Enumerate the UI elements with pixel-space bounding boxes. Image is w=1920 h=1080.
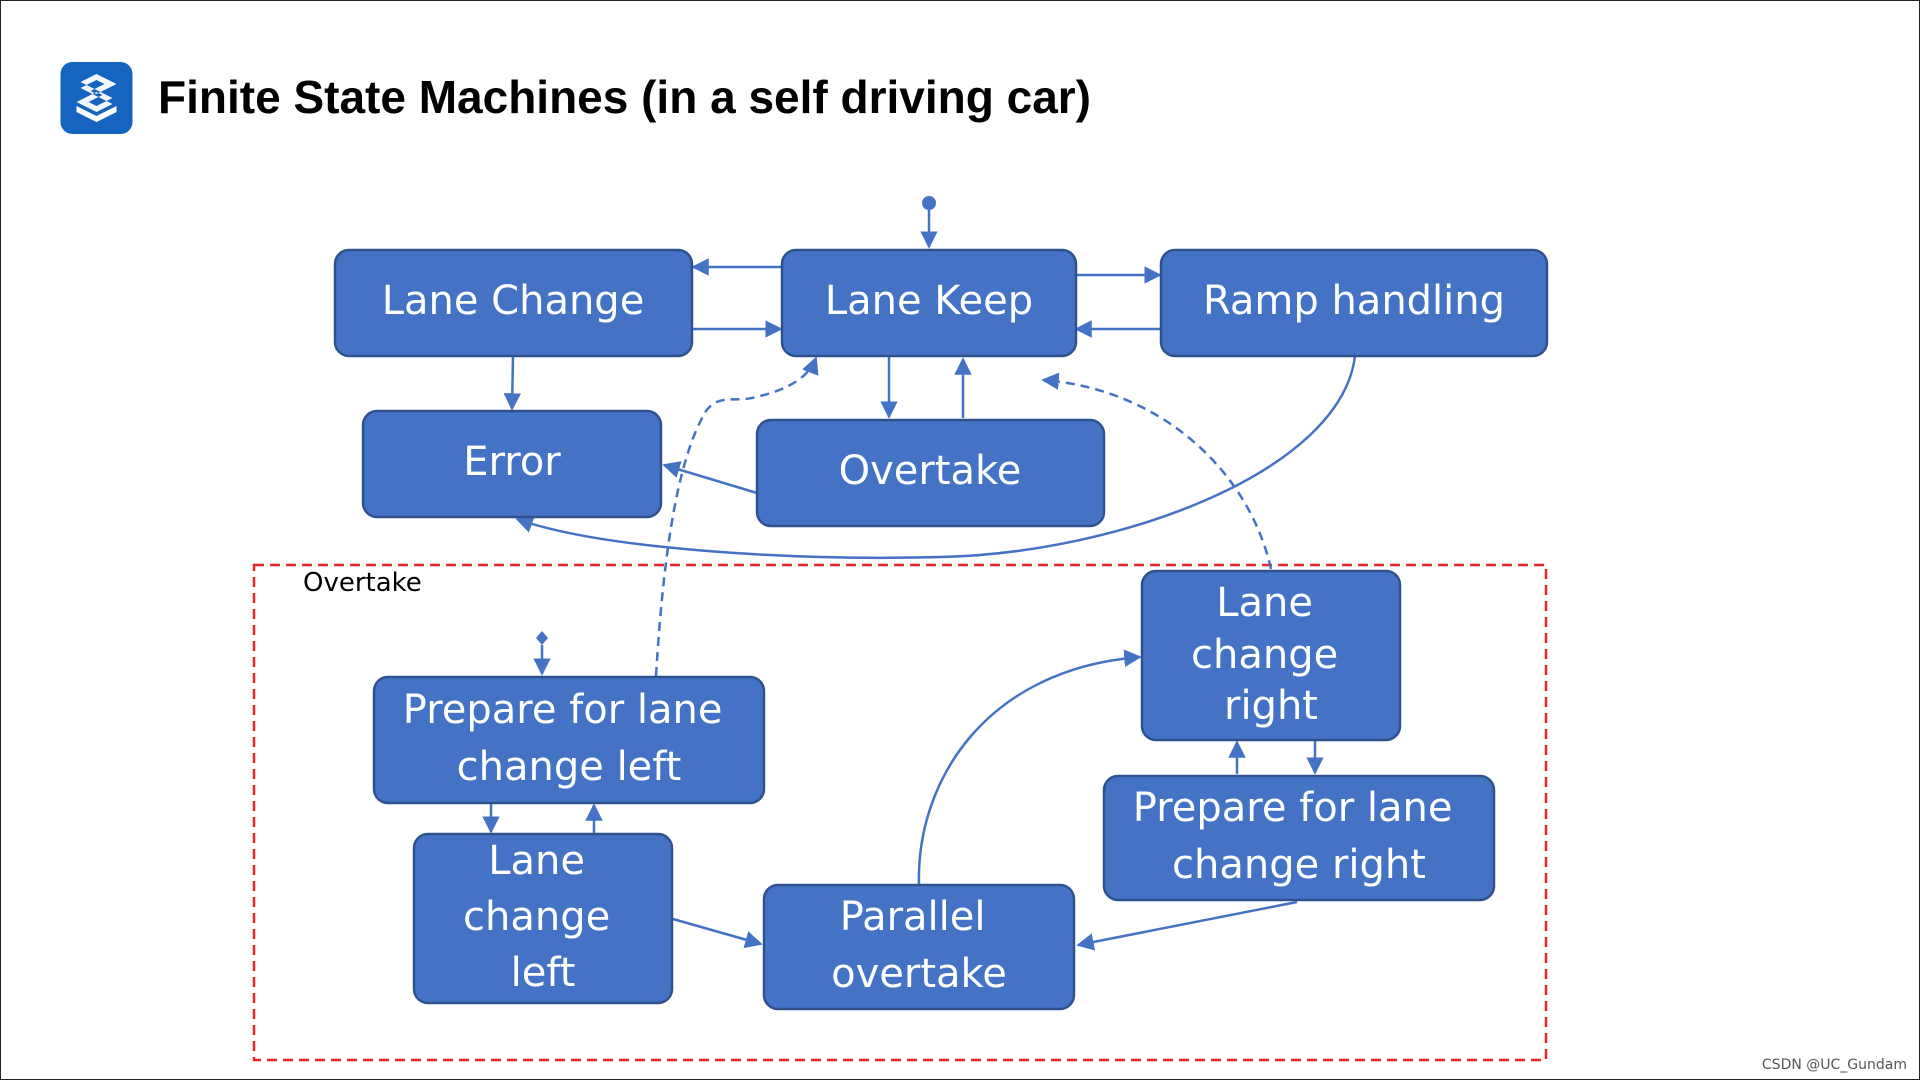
overtake-initial-marker <box>536 631 548 645</box>
state-lane-keep: Lane Keep <box>780 248 1078 358</box>
state-lane-change-label: Lane Change <box>382 278 645 324</box>
state-lane-change-box <box>333 248 694 358</box>
edge-prepare-right-to-parallel <box>1076 900 1298 951</box>
state-prepare-left-label: Prepare for lane change left <box>403 687 735 790</box>
state-prepare-right-line-1: Prepare for lane <box>1133 785 1453 831</box>
state-lane-change-right-line-2: change <box>1191 632 1338 678</box>
state-error-label: Error <box>463 439 561 485</box>
state-lane-keep-label: Lane Keep <box>825 278 1033 324</box>
state-error-line: Error <box>463 439 561 485</box>
logo-mark-lower <box>76 106 117 122</box>
state-lane-change-left-box <box>412 832 674 1005</box>
state-lane-change-left-line-2: change <box>463 894 610 940</box>
state-lane-change: Lane Change <box>333 248 694 358</box>
edge-ramp-to-error <box>515 355 1357 559</box>
state-ramp-handling: Ramp handling <box>1159 248 1549 358</box>
watermark: CSDN @UC_Gundam <box>1761 1057 1907 1073</box>
overtake-region <box>252 563 1548 1062</box>
state-error-box <box>361 409 663 519</box>
state-lane-change-right-line-1: Lane <box>1216 580 1313 626</box>
overtake-region-label: Overtake <box>303 568 422 598</box>
logo-icon <box>60 62 133 134</box>
edge-lane-change-left-to-parallel <box>672 917 763 949</box>
state-overtake: Overtake <box>755 418 1106 528</box>
logo-mark <box>76 74 117 112</box>
state-prepare-right-line-2: change right <box>1172 842 1426 888</box>
edge-overtake-to-error <box>662 461 758 495</box>
state-lane-keep-line: Lane Keep <box>825 278 1033 324</box>
edge-parallel-to-lane-change-right <box>917 649 1142 886</box>
state-prepare-left: Prepare for lane change left <box>372 675 766 805</box>
state-prepare-left-line-2: change left <box>457 744 682 790</box>
state-lane-change-left-line-3: left <box>511 950 576 996</box>
state-lane-change-right-box <box>1140 569 1402 742</box>
state-prepare-right: Prepare for lane change right <box>1102 774 1496 902</box>
state-overtake-label: Overtake <box>839 448 1022 494</box>
state-lane-change-right-line-3: right <box>1224 683 1318 729</box>
state-error: Error <box>361 409 663 519</box>
state-lane-change-right: Lane change right <box>1140 569 1402 742</box>
state-parallel-overtake-label: Parallel overtake <box>831 894 1007 997</box>
state-lane-change-left-label: Lane change left <box>463 838 623 996</box>
initial-state-marker <box>922 196 936 210</box>
edge-lane-change-to-error <box>503 355 522 411</box>
state-lane-change-line: Lane Change <box>382 278 645 324</box>
state-ramp-handling-label: Ramp handling <box>1203 278 1505 324</box>
state-parallel-overtake: Parallel overtake <box>762 883 1076 1011</box>
state-prepare-right-label: Prepare for lane change right <box>1133 785 1465 888</box>
state-lane-keep-box <box>780 248 1078 358</box>
state-parallel-overtake-box <box>762 883 1076 1011</box>
state-prepare-left-line-1: Prepare for lane <box>403 687 723 733</box>
edge-prepare-left-to-lane-keep <box>654 356 819 677</box>
state-ramp-handling-box <box>1159 248 1549 358</box>
state-parallel-overtake-line-2: overtake <box>831 951 1007 997</box>
state-lane-change-right-label: Lane change right <box>1191 580 1351 729</box>
state-prepare-left-box <box>372 675 766 805</box>
state-parallel-overtake-line-1: Parallel <box>840 894 986 940</box>
state-overtake-line: Overtake <box>839 448 1022 494</box>
state-lane-change-left-line-1: Lane <box>488 838 585 884</box>
state-ramp-handling-line: Ramp handling <box>1203 278 1505 324</box>
edge-lane-change-right-to-lane-keep <box>1041 372 1273 570</box>
page-title: Finite State Machines (in a self driving… <box>158 71 1092 123</box>
state-lane-change-left: Lane change left <box>412 832 674 1005</box>
state-overtake-box <box>755 418 1106 528</box>
state-prepare-right-box <box>1102 774 1496 902</box>
